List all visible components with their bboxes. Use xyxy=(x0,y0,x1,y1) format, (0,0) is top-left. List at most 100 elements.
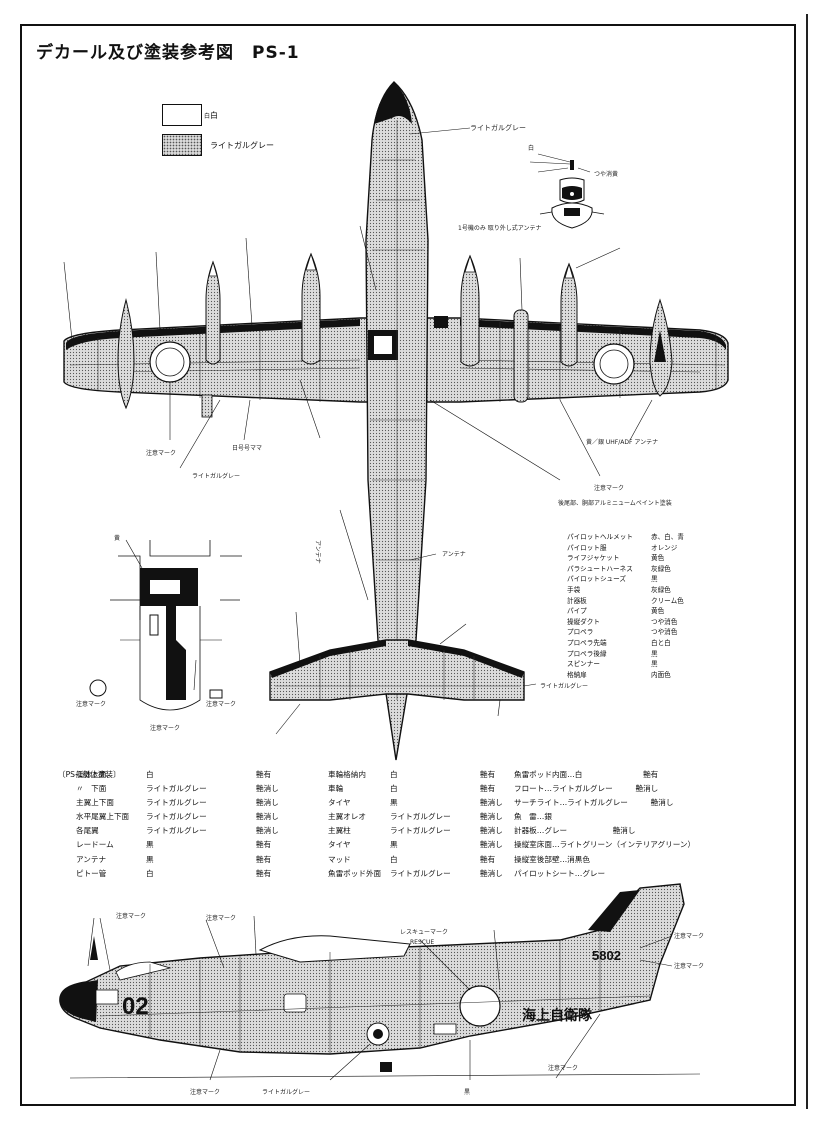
callout-white-legend-dup: 白 xyxy=(204,112,210,120)
cockpit-callout-yellow: 黄 xyxy=(114,534,120,542)
nose-front-view xyxy=(529,153,605,229)
top-view-leader-lines xyxy=(63,127,653,735)
side-hinomaru-center xyxy=(373,1029,383,1039)
wing-leading-edge-left xyxy=(66,319,360,350)
tail-number: 5802 xyxy=(592,948,621,963)
note-row: 車輪白艶有 xyxy=(328,784,496,794)
callout-caution-side-e: 注意マーク xyxy=(190,1088,220,1096)
nose-callout-white: 白 xyxy=(528,144,534,152)
callout-aluminum-note: 後尾部、胴部アルミニュームペイント塗装 xyxy=(558,499,672,507)
callout-antenna: アンテナ xyxy=(442,551,466,558)
notes-col-3: 魚雷ポッド内面…白 艶有 フロート…ライトガルグレー 艶消し サーチライト…ライ… xyxy=(514,768,754,881)
legend-gray: ライトガルグレー xyxy=(162,134,274,156)
side-view xyxy=(59,883,701,1081)
callout-antenna-vertical: アンテナ xyxy=(314,540,321,564)
paint-row: パラシュートハーネス灰緑色 xyxy=(567,564,671,573)
note-row: 操縦室床面…ライトグリーン（インテリアグリーン） xyxy=(514,840,696,850)
callout-caution-side-f: 注意マーク xyxy=(548,1064,578,1072)
wing-roundel-right-inner xyxy=(599,349,629,379)
paint-row: ライフジャケット黄色 xyxy=(567,554,665,563)
paint-row: 格納扉内面色 xyxy=(567,670,671,679)
tail-leading-edge-left xyxy=(270,640,386,678)
fuselage-panel-lines xyxy=(370,120,424,700)
ground-line xyxy=(69,1073,701,1079)
note-row: パイロットシート…グレー xyxy=(514,868,606,878)
note-row: 操縦室後部壁…消黒色 xyxy=(514,854,590,864)
side-panel-lines xyxy=(99,930,651,1054)
paint-row: パイロット服オレンジ xyxy=(567,543,678,552)
horizontal-tail xyxy=(269,639,525,701)
note-row: 車輪格納内白艶有 xyxy=(328,770,496,779)
wingtip-float-right-mark xyxy=(654,330,666,362)
paint-row: パイプ黄色 xyxy=(567,607,665,616)
callout-caution-mark-2: 注意マーク xyxy=(146,449,176,457)
callout-rescue-note: レスキューマーク xyxy=(400,929,448,936)
cockpit-callout-mark-a: 注意マーク xyxy=(76,700,106,708)
note-row: 主翼柱ライトガルグレー艶消し xyxy=(328,826,503,836)
legend-white-swatch xyxy=(162,104,202,126)
callout-tail-gray: ライトガルグレー xyxy=(540,682,588,690)
nose-callout-dull-yellow: つや消黄 xyxy=(594,170,618,178)
paint-row: 操縦ダクトつや消色 xyxy=(567,617,678,626)
wingtip-float-left xyxy=(117,298,135,410)
tail-leading-edge-right xyxy=(408,640,524,678)
note-row: 魚 雷…銀 xyxy=(514,812,552,822)
note-row: 魚雷ポッド内面…白 艶有 xyxy=(514,770,659,779)
tail-fin-band xyxy=(588,890,640,932)
paint-row: スピンナー黒 xyxy=(567,660,658,669)
page-title: デカール及び塗装参考図 PS-1 xyxy=(36,43,300,63)
radome-top xyxy=(374,82,412,124)
callout-caution-side-d: 注意マーク xyxy=(674,962,704,970)
paint-row: パイロットシューズ黒 xyxy=(567,575,658,584)
wing-roundel-left-inner xyxy=(155,347,185,377)
callout-side-gray: ライトガルグレー xyxy=(262,1088,310,1096)
note-row: 主翼上下面ライトガルグレー艶消し xyxy=(76,798,279,808)
note-row: サーチライト…ライトガルグレー 艶消し xyxy=(514,798,674,808)
fuselage-panel-window xyxy=(374,336,392,354)
legend-white-label: 白 xyxy=(210,110,218,120)
paint-row: プロペラつや消色 xyxy=(567,628,678,637)
legend-white: 白 xyxy=(162,104,218,126)
callout-side-black: 黒 xyxy=(464,1089,470,1096)
cockpit-callout-mark-c: 注意マーク xyxy=(150,724,180,732)
note-row: 主翼オレオライトガルグレー艶消し xyxy=(328,812,503,822)
legend-gray-label: ライトガルグレー xyxy=(210,140,274,150)
side-wing-root xyxy=(258,935,411,963)
paint-row: 手袋灰緑色 xyxy=(567,585,671,594)
note-row: レードーム黒艶有 xyxy=(76,840,272,850)
tail-panel-lines xyxy=(275,650,520,700)
paint-row: プロペラ先端白と白 xyxy=(567,638,671,647)
note-row: アンテナ黒艶有 xyxy=(76,854,272,864)
callout-tip-note: 黄／銀 UHF/ADF アンテナ xyxy=(586,438,658,446)
legend-gray-swatch xyxy=(162,134,202,156)
side-window-b xyxy=(433,1023,457,1035)
note-row: タイヤ黒艶消し xyxy=(328,798,503,808)
callout-caution-side-c: 注意マーク xyxy=(674,932,704,940)
side-hatch xyxy=(283,993,307,1013)
cockpit-callout-mark-b: 注意マーク xyxy=(206,700,236,708)
note-row: フロート…ライトガルグレー 艶消し xyxy=(514,784,659,794)
note-row: 〃 下面ライトガルグレー艶消し xyxy=(76,784,279,794)
callout-light-gull-gray-2: ライトガルグレー xyxy=(192,472,240,480)
paint-row: プロペラ後縁黒 xyxy=(567,649,658,658)
note-row: タイヤ黒艶消し xyxy=(328,840,503,850)
callout-rescue: RESCUE xyxy=(410,939,434,946)
callout-light-gull-gray: ライトガルグレー xyxy=(470,123,526,132)
notes-col-2: 車輪格納内白艶有 車輪白艶有 タイヤ黒艶消し 主翼オレオライトガルグレー艶消し … xyxy=(328,768,528,881)
side-fuselage-window-circle xyxy=(459,985,501,1027)
notes-col-1: 艇体上面白艶有 〃 下面ライトガルグレー艶消し 主翼上下面ライトガルグレー艶消し… xyxy=(76,768,326,881)
side-number: 02 xyxy=(122,993,149,1020)
paint-row: 計器板クリーム色 xyxy=(567,596,684,605)
side-radome xyxy=(59,980,98,1022)
notes-heading: 〔PS-1艇体塗装〕 xyxy=(58,770,121,779)
callout-antenna-note: 1号機のみ 取り外し式アンテナ xyxy=(458,224,542,232)
page-frame xyxy=(20,24,796,1106)
fuselage-black-block xyxy=(434,316,448,328)
note-row: 計器板…グレー 艶消し xyxy=(514,826,636,836)
note-row: 艇体上面白艶有 xyxy=(76,770,272,779)
note-row: 魚雷ポッド外面ライトガルグレー艶消し xyxy=(328,868,503,878)
cockpit-detail xyxy=(89,539,242,711)
callout-caution-mark: 注意マーク xyxy=(594,484,624,492)
callout-caution-side-b: 注意マーク xyxy=(206,914,236,922)
